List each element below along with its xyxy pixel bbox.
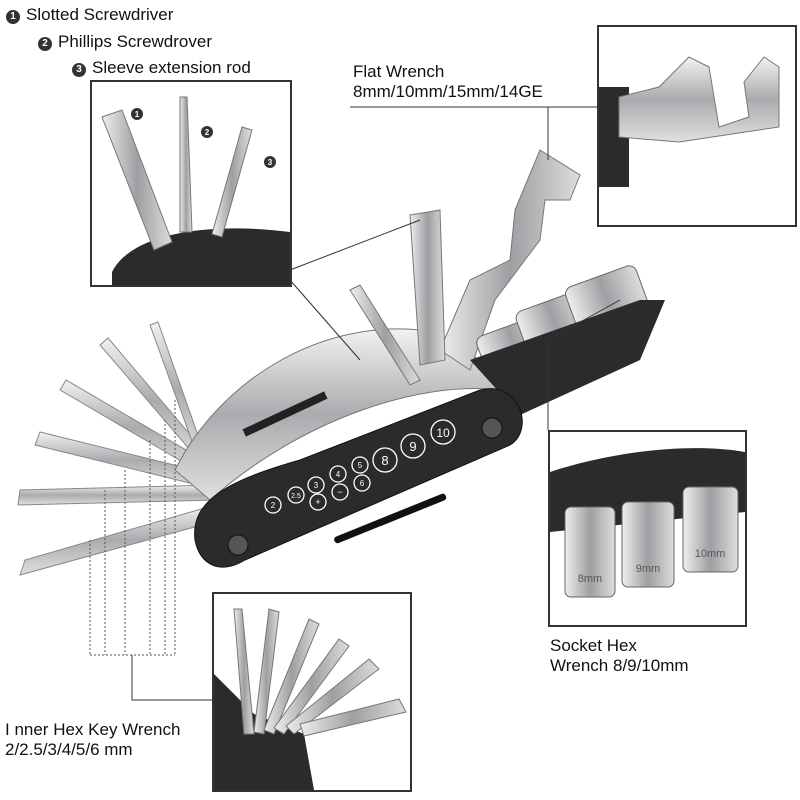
inset-sockets: 8mm 9mm 10mm [548,430,747,627]
socket-8mm: 8mm [578,573,602,585]
label-title: Flat Wrench [353,62,445,81]
hex-keys [17,321,221,576]
label-text: Phillips Screwdrover [58,32,212,51]
label-sizes: 2/2.5/3/4/5/6 mm [5,740,133,759]
label-sizes: 8mm/10mm/15mm/14GE [353,82,543,101]
label-text: Sleeve extension rod [92,58,251,77]
number-badge: 3 [72,63,86,77]
number-badge: 2 [38,37,52,51]
socket-9mm: 9mm [636,563,660,575]
socket-10mm: 10mm [695,548,726,560]
label-hex-key-wrench: I nner Hex Key Wrench 2/2.5/3/4/5/6 mm [5,720,180,760]
label-socket-hex: Socket Hex Wrench 8/9/10mm [550,636,689,676]
inset-flat-wrench [597,25,797,227]
inset-screwdrivers: 1 2 3 [90,80,292,287]
label-phillips-screwdriver: 2 Phillips Screwdrover [38,32,212,52]
label-slotted-screwdriver: 1 Slotted Screwdriver [6,5,173,25]
label-text: Slotted Screwdriver [26,5,174,24]
number-badge: 1 [6,10,20,24]
label-title: I nner Hex Key Wrench [5,720,181,739]
label-sizes: Wrench 8/9/10mm [550,656,689,675]
label-sleeve-extension-rod: 3 Sleeve extension rod [72,58,251,78]
inset-hex-keys [212,592,412,792]
inset-marker-2: 2 [205,128,210,137]
label-flat-wrench: Flat Wrench 8mm/10mm/15mm/14GE [353,62,543,102]
inset-marker-1: 1 [135,110,140,119]
inset-marker-3: 3 [268,158,273,167]
label-title: Socket Hex [550,636,637,655]
